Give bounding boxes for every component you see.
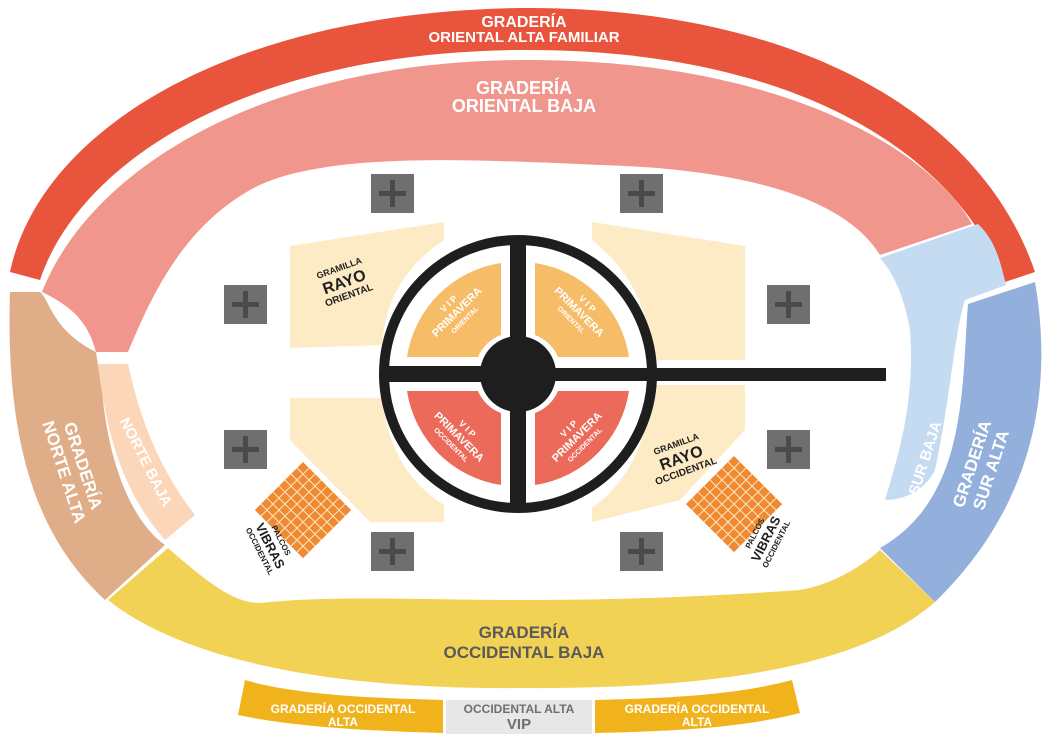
section-oriental-baja[interactable] xyxy=(42,59,972,352)
label-oriental-alta-line2: ORIENTAL ALTA FAMILIAR xyxy=(428,29,619,46)
section-norte-baja[interactable] xyxy=(98,364,195,540)
section-vip-primavera-occidental-right[interactable] xyxy=(535,391,629,485)
section-sur-baja[interactable] xyxy=(880,224,1006,500)
section-occidental-alta-vip[interactable] xyxy=(446,700,592,734)
stage-center xyxy=(480,336,556,412)
label-occidental-alta-left-line2: ALTA xyxy=(328,715,359,729)
cross-icon xyxy=(767,285,810,324)
cross-icon xyxy=(224,285,267,324)
section-graderia-norte-alta[interactable] xyxy=(9,292,165,600)
section-oriental-alta-familiar[interactable] xyxy=(10,7,1035,283)
cross-icon xyxy=(371,174,414,213)
label-occidental-alta-right-line2: ALTA xyxy=(682,715,713,729)
label-occidental-alta-vip-line1: OCCIDENTAL ALTA xyxy=(464,702,575,716)
label-occidental-baja-line1: GRADERÍA xyxy=(479,623,570,642)
section-palcos-vibras-occidental-right[interactable] xyxy=(685,456,783,553)
cross-icon xyxy=(224,430,267,469)
section-graderia-occidental-baja[interactable] xyxy=(108,548,935,689)
section-occidental-alta-left[interactable] xyxy=(238,680,443,733)
section-vip-primavera-oriental-left[interactable] xyxy=(407,263,501,357)
cross-icon xyxy=(371,532,414,571)
section-palcos-vibras-occidental-left[interactable] xyxy=(254,462,352,559)
label-occidental-baja-line2: OCCIDENTAL BAJA xyxy=(444,643,605,662)
label-oriental-baja-line2: ORIENTAL BAJA xyxy=(452,96,596,116)
section-gramilla-rayo-oriental-right[interactable] xyxy=(592,222,745,360)
section-vip-primavera-occidental-left[interactable] xyxy=(407,391,501,485)
section-gramilla-rayo-occidental[interactable] xyxy=(592,385,745,522)
stage-runway xyxy=(518,368,886,381)
label-oriental-alta-line1: GRADERÍA xyxy=(481,12,567,31)
label-occidental-alta-vip-line2: VIP xyxy=(507,716,531,733)
cross-icon xyxy=(767,430,810,469)
cross-icon xyxy=(620,532,663,571)
section-graderia-sur-alta[interactable] xyxy=(880,282,1042,602)
section-occidental-alta-right[interactable] xyxy=(595,680,800,733)
label-occidental-alta-right-line1: GRADERÍA OCCIDENTAL xyxy=(625,701,770,716)
label-oriental-baja-line1: GRADERÍA xyxy=(476,77,572,98)
label-occidental-alta-left-line1: GRADERÍA OCCIDENTAL xyxy=(271,701,416,716)
cross-icon xyxy=(620,174,663,213)
section-gramilla-rayo-oriental[interactable] xyxy=(290,222,444,348)
section-gramilla-rayo-occidental-left[interactable] xyxy=(290,398,444,522)
section-vip-primavera-oriental-right[interactable] xyxy=(535,263,629,357)
